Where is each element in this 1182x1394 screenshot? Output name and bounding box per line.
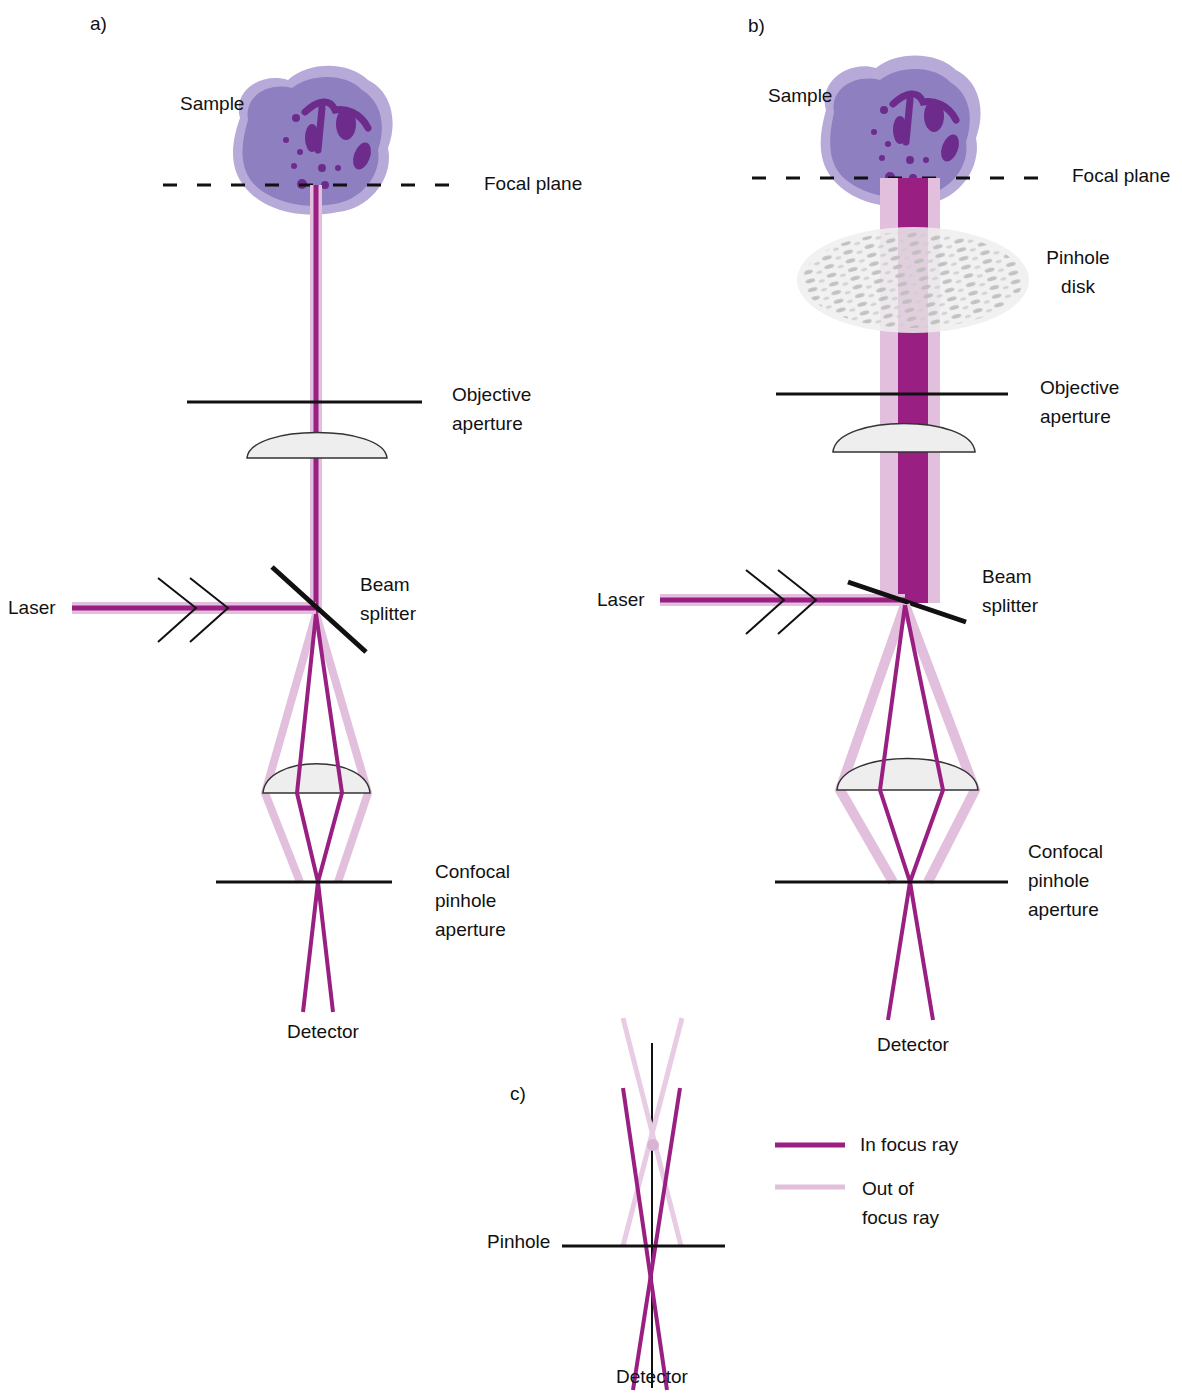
text-label: Laser <box>597 586 645 615</box>
text-label: Confocal pinhole aperture <box>435 858 527 945</box>
objective-aperture <box>776 393 1008 396</box>
text-label: b) <box>748 12 765 41</box>
text-label: Pinhole disk <box>1038 244 1118 302</box>
laser-chevron <box>190 578 228 642</box>
tube-lens <box>263 764 370 793</box>
legend-text: In focus ray <box>860 1131 958 1160</box>
in-focus-beam <box>314 185 319 614</box>
text-label: Objective aperture <box>452 381 562 439</box>
in-focus-ray <box>623 1088 667 1390</box>
laser-chevron <box>778 570 816 634</box>
in-focus-ray <box>633 1088 680 1390</box>
legend-sample-line <box>775 1185 845 1190</box>
in-focus-ray <box>303 614 342 1012</box>
text-label: Beam splitter <box>360 571 442 629</box>
objective-lens <box>247 433 387 459</box>
laser-chevron <box>158 578 196 642</box>
laser-chevron <box>746 570 784 634</box>
legend-text: Out of focus ray <box>862 1175 944 1233</box>
optical-axis <box>651 1043 653 1388</box>
text-label: Focal plane <box>1072 162 1170 191</box>
pinhole-aperture <box>562 1245 725 1248</box>
in-focus-ray <box>297 614 333 1012</box>
text-label: c) <box>510 1080 526 1109</box>
text-label: a) <box>90 10 107 39</box>
in-focus-ray <box>880 605 933 1020</box>
legend-sample-line <box>775 1143 845 1148</box>
laser-beam-glow <box>72 602 316 614</box>
objective-lens <box>833 424 975 453</box>
text-label: Sample <box>180 90 244 119</box>
text-label: Detector <box>616 1363 688 1392</box>
text-label: Detector <box>877 1031 949 1060</box>
objective-aperture <box>187 401 422 404</box>
text-label: Pinhole <box>487 1228 550 1257</box>
text-label: Detector <box>287 1018 359 1047</box>
pinhole-aperture <box>216 881 392 884</box>
pinhole-disk-holes <box>803 232 1023 328</box>
text-label: Sample <box>768 82 832 111</box>
pinhole-disk <box>797 227 1029 333</box>
out-of-focus-beam <box>310 185 322 614</box>
out-of-focus-point <box>647 1139 659 1151</box>
in-focus-ray <box>888 605 943 1020</box>
pinhole-aperture <box>775 881 1008 884</box>
tube-lens <box>837 759 978 791</box>
text-label: Confocal pinhole aperture <box>1028 838 1120 925</box>
text-label: Beam splitter <box>982 563 1064 621</box>
text-label: Laser <box>8 594 56 623</box>
text-label: Objective aperture <box>1040 374 1150 432</box>
text-label: Focal plane <box>484 170 582 199</box>
